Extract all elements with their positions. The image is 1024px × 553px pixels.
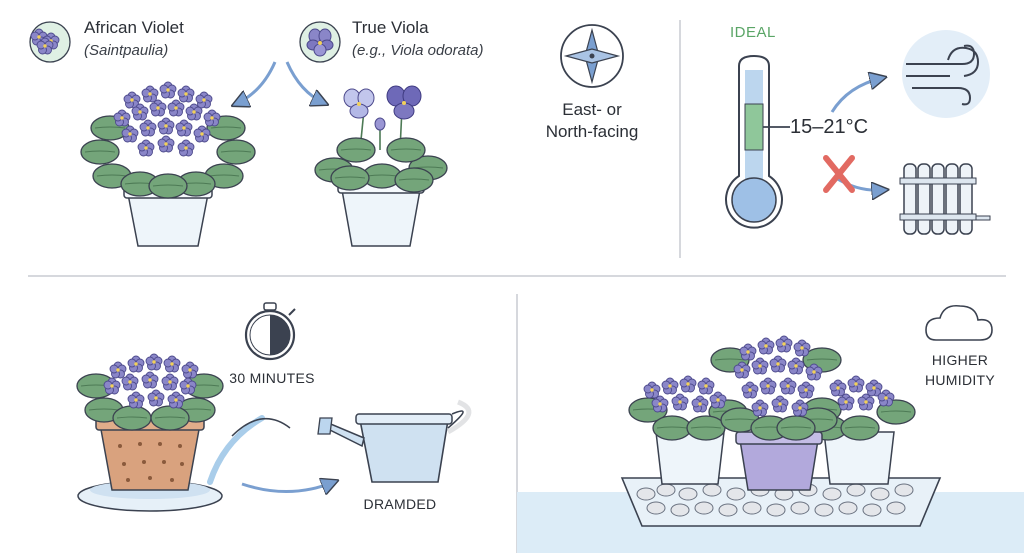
humidity-line2: HUMIDITY [924, 372, 996, 388]
watering-can-icon [317, 399, 472, 483]
true-viola-name: True Viola [352, 18, 429, 37]
viola-flower-icon [299, 21, 341, 63]
watering-duration: 30 MINUTES [229, 370, 315, 386]
water-stream [207, 415, 265, 485]
ideal-label: IDEAL [730, 24, 776, 41]
arrow-to-draft [830, 78, 882, 113]
cross-icon [823, 155, 855, 193]
light-direction-line2: North-facing [545, 122, 639, 141]
true-viola-plant [314, 85, 448, 247]
pebble-tray-plants [628, 335, 916, 491]
cloud-icon [925, 304, 993, 341]
humidity-line1: HIGHER [931, 352, 989, 368]
arrow-drain [241, 482, 334, 492]
light-direction-line1: East- or [562, 100, 622, 119]
arrow-to-true-viola [285, 61, 324, 103]
temperature-range: 15–21°C [790, 116, 869, 138]
radiator-icon [899, 163, 991, 235]
water-splash-curve [231, 417, 291, 437]
true-viola-latin: (e.g., Viola odorata) [352, 42, 484, 59]
watering-result: DRAMDED [363, 496, 437, 512]
stopwatch-icon [244, 302, 296, 361]
african-violet-plant [80, 81, 256, 247]
thermometer-icon [725, 54, 790, 229]
terracotta-pot-icon [76, 353, 224, 512]
african-violet-name: African Violet [84, 18, 184, 37]
african-violet-flower-icon [29, 21, 71, 63]
african-violet-latin: (Saintpaulia) [84, 42, 169, 59]
wind-draft-icon [902, 30, 990, 118]
arrow-to-african-violet [236, 61, 277, 104]
arrow-to-radiator [835, 176, 884, 190]
compass-star-icon [560, 24, 624, 88]
